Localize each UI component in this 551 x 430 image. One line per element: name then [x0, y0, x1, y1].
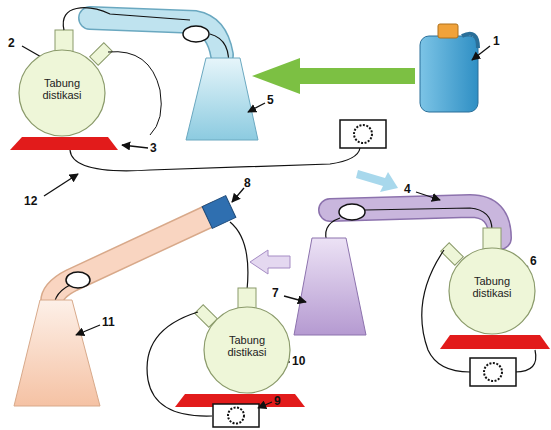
jug-handle — [462, 34, 478, 48]
leader-line — [472, 46, 490, 60]
receiving-flask — [186, 58, 258, 140]
receiving-flask — [294, 238, 366, 335]
callout-number: 2 — [8, 36, 15, 50]
controller — [340, 120, 386, 148]
wire — [70, 148, 360, 171]
flask-outline — [19, 50, 105, 136]
wire — [147, 312, 212, 416]
leader-line — [284, 296, 306, 302]
leader-line — [416, 192, 440, 200]
flow-arrow — [356, 170, 398, 192]
condenser — [52, 213, 216, 302]
wire — [515, 350, 536, 372]
condenser-outline — [90, 18, 222, 55]
controller-dial — [354, 125, 372, 143]
callout-number: 1 — [493, 34, 500, 48]
distillation-flask: Tabung distikasi — [18, 49, 106, 137]
leader-line — [44, 174, 78, 196]
flask-side-arm — [90, 43, 113, 66]
callout-number: 12 — [24, 194, 37, 208]
condenser-port — [183, 26, 209, 42]
flask-label: Tabung distikasi — [29, 77, 95, 101]
callout-number: 5 — [267, 93, 274, 107]
hot-plate — [440, 335, 550, 349]
flask-outline — [204, 307, 290, 393]
leader-line — [258, 402, 272, 408]
controller-dial — [484, 363, 502, 381]
callout-number: 7 — [272, 286, 279, 300]
condenser-outline — [52, 213, 216, 302]
callout-number: 3 — [150, 141, 157, 155]
solvent-jug — [420, 36, 478, 112]
leader-line — [232, 188, 244, 202]
hot-plate — [10, 137, 118, 150]
vapor-tube — [230, 222, 248, 290]
leader-line — [76, 325, 100, 335]
flask-label: Tabung distikasi — [214, 334, 280, 358]
flask-outline — [449, 248, 535, 334]
callout-number: 8 — [244, 176, 251, 190]
vapor-tube — [63, 8, 190, 30]
wire — [108, 52, 161, 135]
flow-arrow — [250, 250, 290, 274]
condenser — [90, 18, 222, 55]
controller-dial — [228, 408, 244, 424]
flask-neck — [483, 228, 501, 250]
flask-neck — [55, 30, 73, 52]
controller — [213, 404, 259, 427]
distillation-flask: Tabung distikasi — [448, 247, 536, 335]
leader-line — [248, 103, 265, 112]
vapor-tube — [365, 208, 492, 230]
flask-label: Tabung distikasi — [459, 275, 525, 299]
callout-number: 11 — [102, 315, 115, 329]
callout-number: 6 — [530, 254, 537, 268]
condenser-port — [339, 204, 365, 220]
leader-line — [122, 145, 148, 148]
distillation-flask: Tabung distikasi — [203, 306, 291, 394]
callout-number: 10 — [292, 354, 305, 368]
jug-cap — [438, 24, 458, 38]
flow-arrow — [252, 58, 415, 94]
callout-number: 4 — [404, 182, 411, 196]
callout-number: 9 — [274, 394, 281, 408]
receiving-flask — [14, 300, 100, 406]
controller — [470, 358, 516, 386]
